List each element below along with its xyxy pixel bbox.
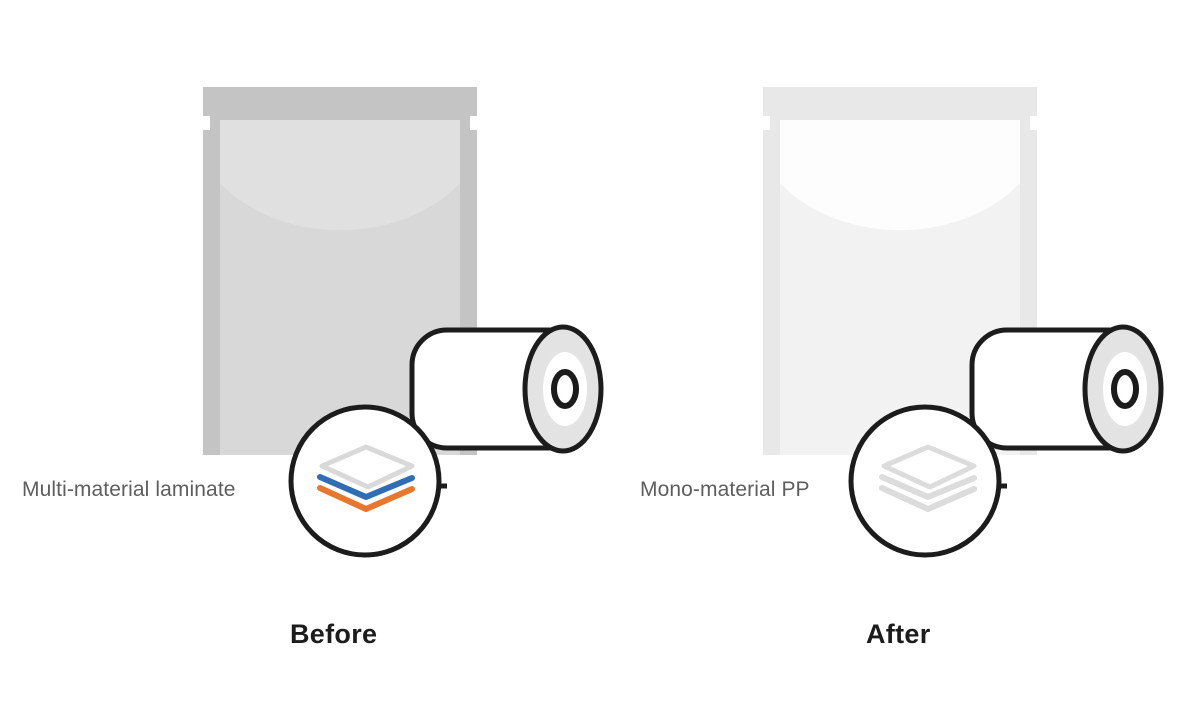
film-roll-after [969,324,1164,489]
pouch-notch-left [763,116,770,130]
roll-body [969,327,1126,451]
pouch-notch-left [203,116,210,130]
panel-after: Mono-material PP After [640,87,1164,649]
layer-sealant-layer [317,485,415,512]
pouch-headspace-highlight [780,120,1020,231]
layer-pp-layer-top [881,444,977,490]
pouch-headspace-highlight [220,120,460,231]
pouch-notch-right [1030,116,1037,130]
magnifier-after [848,404,1002,558]
layer-stack-icon [317,444,415,512]
layer-outer-print-layer [319,444,415,490]
layer-stack-icon [879,444,977,512]
roll-core-hole [551,369,579,409]
layer-pp-layer-bottom [879,485,977,512]
film-roll-before [409,324,604,489]
layer-barrier-layer [317,474,415,500]
caption-after: After [866,619,931,649]
caption-before: Before [290,619,377,649]
roll-core-hole [1111,369,1139,409]
side-label-after: Mono-material PP [640,478,810,501]
panel-before: Multi-material laminate Before [22,87,604,649]
layer-pp-layer-middle [879,474,977,500]
roll-body [409,327,566,451]
side-label-before: Multi-material laminate [22,478,236,501]
pouch-before [203,87,477,455]
pouch-notch-right [470,116,477,130]
magnifier-before [288,404,442,558]
